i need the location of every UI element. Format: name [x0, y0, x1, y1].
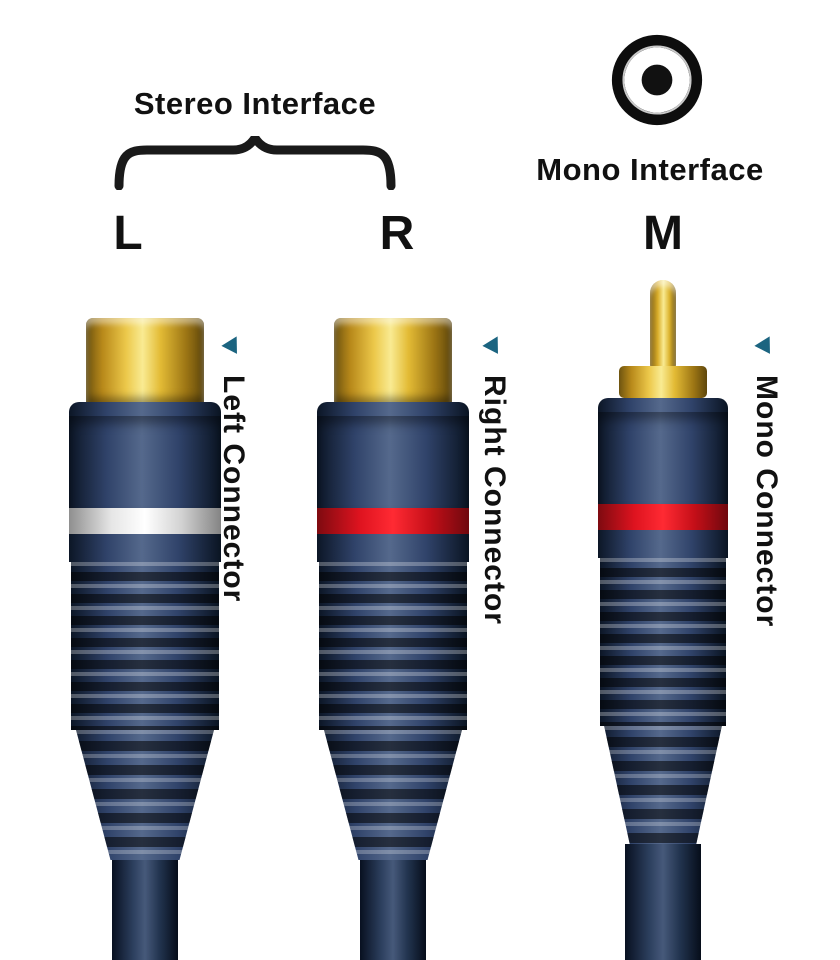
- channel-letter-left: L: [113, 207, 143, 260]
- connector-body: [69, 416, 221, 508]
- white-color-ring: [69, 508, 221, 534]
- pointer-icon: [221, 336, 245, 359]
- channel-letter-right: R: [379, 207, 415, 260]
- stereo-brace-icon: [113, 129, 397, 191]
- cable: [360, 860, 426, 960]
- cable: [112, 860, 178, 960]
- gold-barrel: [334, 318, 452, 402]
- connector-left: [69, 318, 221, 960]
- grip-ribs: [71, 562, 219, 730]
- connector-right: [317, 318, 469, 960]
- mono-connector-callout: Mono Connector: [744, 336, 788, 628]
- mono-interface-icon: [609, 32, 705, 128]
- pointer-icon: [482, 336, 506, 359]
- connector-body-lower: [69, 534, 221, 562]
- connector-shoulder: [598, 398, 728, 412]
- gold-collar: [619, 366, 707, 398]
- connector-body: [598, 412, 728, 504]
- stereo-interface-label: Stereo Interface: [133, 86, 377, 121]
- left-connector-callout: Left Connector: [211, 336, 255, 603]
- mono-connector-label: Mono Connector: [750, 375, 783, 628]
- channel-letter-mono: M: [643, 207, 683, 260]
- grip-ribs: [319, 562, 467, 730]
- mono-interface-label: Mono Interface: [536, 152, 764, 187]
- gold-pin: [650, 280, 676, 368]
- pointer-icon: [754, 336, 778, 359]
- strain-relief: [604, 726, 722, 844]
- right-connector-label: Right Connector: [478, 375, 511, 625]
- connector-body-lower: [317, 534, 469, 562]
- gold-barrel: [86, 318, 204, 402]
- grip-ribs: [600, 558, 726, 726]
- connector-shoulder: [317, 402, 469, 416]
- connector-mono: [598, 280, 728, 960]
- right-connector-callout: Right Connector: [472, 336, 516, 625]
- connector-body-lower: [598, 530, 728, 558]
- cable: [625, 844, 701, 960]
- red-color-ring: [598, 504, 728, 530]
- connector-shoulder: [69, 402, 221, 416]
- strain-relief: [76, 730, 214, 860]
- connector-body: [317, 416, 469, 508]
- left-connector-label: Left Connector: [217, 375, 250, 603]
- strain-relief: [324, 730, 462, 860]
- red-color-ring: [317, 508, 469, 534]
